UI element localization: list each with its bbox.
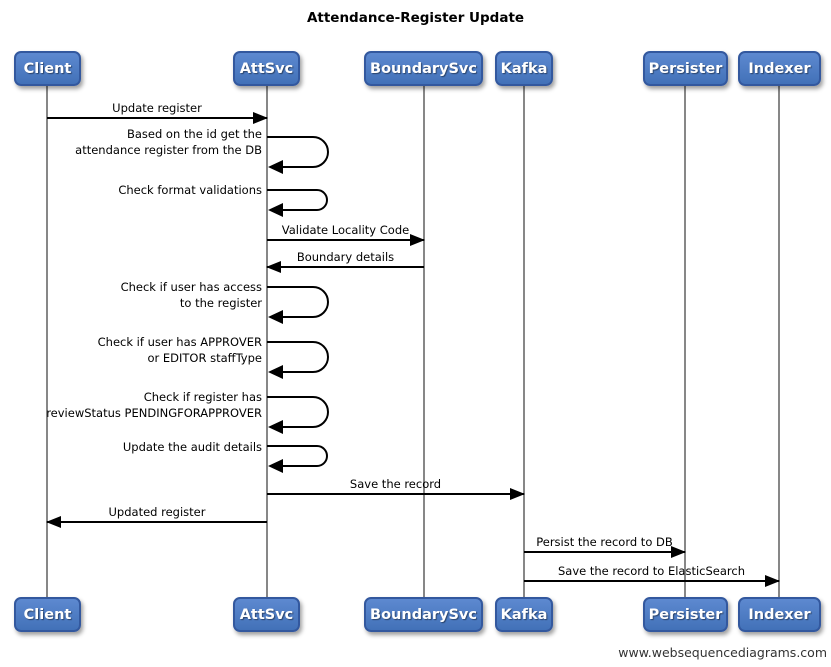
label-line: attendance register from the DB bbox=[75, 143, 262, 157]
self-message-label: Check if user has APPROVER or EDITOR sta… bbox=[98, 334, 262, 366]
self-call-arrow bbox=[267, 445, 328, 473]
participant-attsvc-bottom: AttSvc bbox=[233, 597, 300, 632]
message-arrow bbox=[47, 112, 268, 124]
message-label: Updated register bbox=[108, 505, 206, 519]
self-message-label: Check if user has access to the register bbox=[121, 279, 262, 311]
label-line: Check if user has APPROVER bbox=[97, 335, 262, 349]
lifeline-boundarysvc bbox=[423, 86, 425, 598]
participant-label: Indexer bbox=[748, 60, 811, 77]
participant-attsvc-top: AttSvc bbox=[233, 51, 300, 86]
self-call-arrow bbox=[267, 341, 329, 379]
diagram-title: Attendance-Register Update bbox=[306, 10, 525, 26]
message-label: Validate Locality Code bbox=[281, 223, 410, 237]
label-line: Check if user has access bbox=[120, 280, 262, 294]
participant-kafka-top: Kafka bbox=[495, 51, 553, 86]
participant-client-top: Client bbox=[14, 51, 81, 86]
participant-label: BoundarySvc bbox=[370, 60, 477, 77]
message-arrow bbox=[266, 261, 424, 273]
participant-kafka-bottom: Kafka bbox=[495, 597, 553, 632]
label-line: Check if register has bbox=[143, 390, 262, 404]
label-line: reviewStatus PENDINGFORAPPROVER bbox=[46, 406, 262, 420]
message-arrow bbox=[267, 488, 525, 500]
lifeline-client bbox=[46, 86, 48, 598]
participant-label: Persister bbox=[648, 60, 723, 77]
self-call-arrow bbox=[267, 396, 329, 434]
lifeline-persister bbox=[684, 86, 686, 598]
self-message-label: Check if register has reviewStatus PENDI… bbox=[46, 389, 262, 421]
participant-boundarysvc-top: BoundarySvc bbox=[364, 51, 483, 86]
message-label: Update register bbox=[112, 101, 202, 115]
participant-label: AttSvc bbox=[239, 60, 294, 77]
self-message-label: Update the audit details bbox=[123, 439, 262, 455]
message-arrow bbox=[524, 546, 686, 558]
message-label: Save the record to ElasticSearch bbox=[557, 564, 746, 578]
lifeline-indexer bbox=[778, 86, 780, 598]
label-line: to the register bbox=[179, 296, 262, 310]
self-call-arrow bbox=[267, 136, 329, 174]
label-line: Check format validations bbox=[118, 183, 262, 197]
participant-indexer-bottom: Indexer bbox=[738, 597, 821, 632]
participant-label: Kafka bbox=[500, 606, 548, 623]
participant-indexer-top: Indexer bbox=[738, 51, 821, 86]
message-arrow bbox=[267, 234, 425, 246]
self-message-label: Based on the id get the attendance regis… bbox=[75, 126, 262, 158]
participant-label: Client bbox=[23, 606, 72, 623]
message-arrow bbox=[524, 575, 780, 587]
participant-client-bottom: Client bbox=[14, 597, 81, 632]
label-line: or EDITOR staffType bbox=[147, 351, 262, 365]
participant-label: Kafka bbox=[500, 60, 548, 77]
participant-label: Client bbox=[23, 60, 72, 77]
participant-label: AttSvc bbox=[239, 606, 294, 623]
lifeline-kafka bbox=[523, 86, 525, 598]
message-label: Save the record bbox=[349, 477, 442, 491]
label-line: Update the audit details bbox=[122, 440, 262, 454]
participant-label: Indexer bbox=[748, 606, 811, 623]
watermark-link[interactable]: www.websequencediagrams.com bbox=[618, 645, 827, 660]
participant-label: Persister bbox=[648, 606, 723, 623]
participant-persister-top: Persister bbox=[643, 51, 728, 86]
participant-persister-bottom: Persister bbox=[643, 597, 728, 632]
message-label: Persist the record to DB bbox=[536, 535, 673, 549]
participant-boundarysvc-bottom: BoundarySvc bbox=[364, 597, 483, 632]
message-label: Boundary details bbox=[296, 250, 395, 264]
message-arrow bbox=[46, 516, 267, 528]
self-call-arrow bbox=[267, 286, 329, 324]
self-call-arrow bbox=[267, 189, 328, 217]
self-message-label: Check format validations bbox=[118, 182, 262, 198]
participant-label: BoundarySvc bbox=[370, 606, 477, 623]
label-line: Based on the id get the bbox=[126, 127, 262, 141]
